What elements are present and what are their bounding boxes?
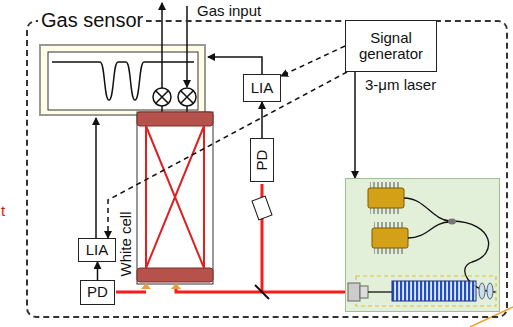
white-cell: White cell	[115, 106, 215, 296]
signal-wire	[208, 57, 262, 74]
absorption-trace	[52, 62, 194, 100]
control-signal-line	[108, 72, 347, 238]
control-signal-line	[281, 46, 345, 76]
signal-arrow	[354, 72, 356, 178]
optical-filter	[252, 196, 272, 220]
sensor-region: Gas sensorSignal generatorLIAPDWhite cel…	[26, 20, 508, 318]
cell-window	[171, 283, 181, 289]
region-title: Gas sensor	[38, 9, 146, 31]
part-label: White cell	[118, 211, 135, 276]
gas-in-arrow	[186, 6, 188, 87]
cell-window	[141, 283, 151, 289]
multipass-beams	[146, 126, 204, 268]
valve	[153, 88, 171, 106]
cell-mirror	[137, 112, 213, 126]
lock-in-amplifier: LIA	[78, 238, 116, 262]
pipe	[186, 106, 188, 112]
signal-arrow	[97, 262, 99, 280]
gas-out-arrow	[161, 3, 163, 88]
laser-module: 3-μm laser	[345, 178, 500, 312]
signal-wire	[95, 118, 97, 238]
gas-input-label: Gas input	[197, 3, 261, 20]
cell-body	[137, 112, 213, 284]
box-label: LIA	[86, 242, 109, 259]
display-plot	[48, 52, 198, 110]
box-label: Signal generator	[346, 30, 436, 63]
box-label: PD	[87, 284, 108, 301]
valve	[178, 88, 196, 106]
pipe	[161, 106, 163, 112]
cell-mirror	[137, 268, 213, 282]
box-label: PD	[254, 150, 271, 171]
photodetector: PD	[250, 138, 274, 182]
text-fragment: t	[1, 203, 5, 220]
beam-splitter	[255, 285, 269, 299]
display-screen	[40, 45, 205, 115]
part-label: 3-μm laser	[365, 77, 436, 94]
laser-beam	[116, 184, 347, 292]
signal-arrow	[261, 102, 263, 138]
photodetector: PD	[80, 280, 115, 305]
lock-in-amplifier: LIA	[243, 74, 281, 102]
signal-generator-box: Signal generator	[345, 20, 437, 72]
box-label: LIA	[251, 80, 274, 97]
